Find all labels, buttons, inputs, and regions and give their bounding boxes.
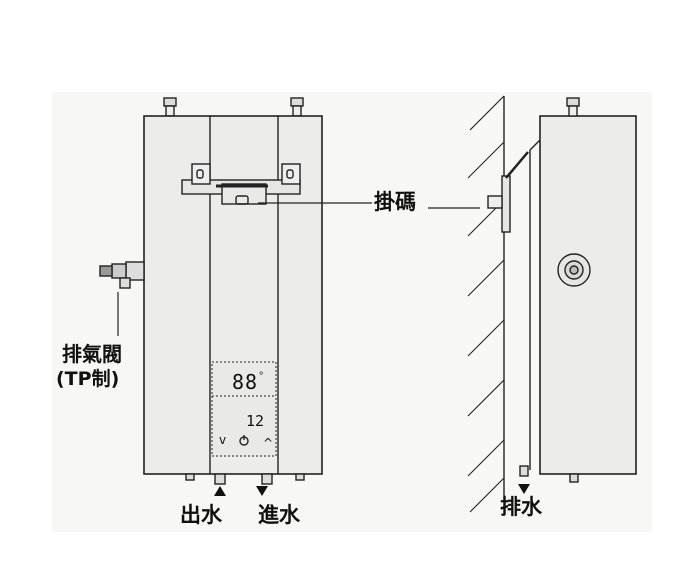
outlet-fitting (214, 473, 226, 485)
top-left-fitting (163, 97, 177, 117)
outlet-label: 出水 (180, 503, 222, 527)
outlet-arrow-up (214, 486, 226, 496)
bottom-right-foot (295, 473, 305, 481)
up-button: ^ (263, 436, 274, 450)
hanger-label: 掛碼 (374, 190, 416, 214)
control-panel (211, 361, 277, 457)
side-top-fitting (566, 97, 580, 107)
relief-valve (99, 261, 145, 336)
relief-valve-label: 排氣閥 (62, 342, 122, 366)
side-depth-top (529, 139, 541, 151)
temperature-display: 88° (232, 370, 266, 394)
inlet-label: 進水 (258, 503, 300, 527)
hanger-bracket-front (181, 163, 301, 205)
down-button: v (219, 433, 227, 447)
timer-display: 12 (246, 412, 265, 430)
hanger-bracket-side (487, 151, 529, 233)
inlet-arrow-down (256, 486, 268, 496)
side-body (539, 115, 637, 475)
side-drain-fitting (519, 465, 529, 477)
drain-arrow-down (518, 484, 530, 494)
top-right-fitting (290, 97, 304, 117)
bottom-left-foot (185, 473, 195, 481)
temperature-unit: ° (258, 371, 266, 382)
front-view (99, 97, 323, 485)
side-view (467, 95, 637, 514)
temperature-value: 88 (232, 370, 259, 394)
inlet-fitting (261, 473, 273, 485)
side-valve-center (569, 265, 579, 275)
relief-valve-sublabel: (TP制) (56, 368, 120, 390)
side-top-fitting-stem (568, 105, 578, 117)
drain-label: 排水 (500, 495, 542, 519)
side-bottom-fitting (569, 473, 579, 483)
